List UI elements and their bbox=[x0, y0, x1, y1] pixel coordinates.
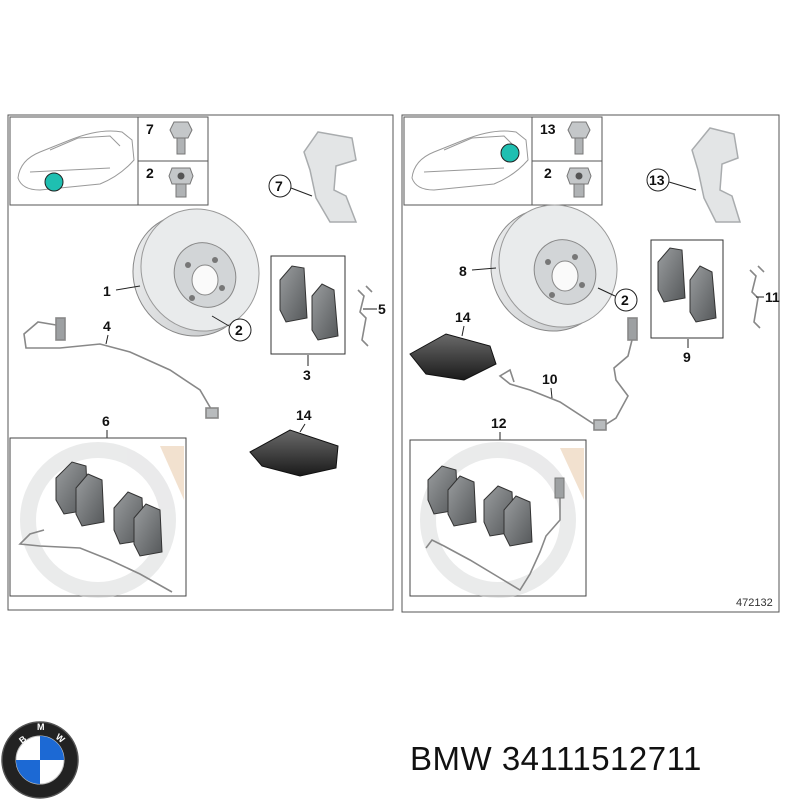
pad-clip-2 bbox=[749, 265, 765, 329]
part-title: BMW 34111512711 bbox=[410, 740, 702, 778]
label-bolt-13: 13 bbox=[540, 121, 556, 137]
hex-bolt-icon-2 bbox=[567, 121, 591, 155]
brake-pad-icon-4 bbox=[689, 265, 717, 323]
hex-bolt-icon bbox=[169, 121, 193, 155]
callout-3: 3 bbox=[303, 367, 311, 383]
callout-2-circle bbox=[228, 318, 252, 342]
brake-pad-icon-3 bbox=[657, 247, 686, 303]
guide-bolt-icon bbox=[168, 167, 194, 198]
callout-13: 13 bbox=[649, 172, 665, 188]
callout-9: 9 bbox=[683, 349, 691, 365]
kit-pad-8 bbox=[503, 495, 533, 547]
callout-5: 5 bbox=[378, 301, 386, 317]
kit-sensor bbox=[18, 529, 173, 593]
left-panel: 7 2 7 1 2 bbox=[7, 114, 394, 611]
car-thumbnail-icon bbox=[17, 130, 135, 191]
kit-pad-6 bbox=[447, 475, 477, 527]
brake-pad-icon-2 bbox=[311, 283, 339, 341]
right-panel: 13 2 13 8 2 9 bbox=[401, 114, 780, 613]
car-thumbnail-box bbox=[9, 116, 139, 206]
caliper-carrier bbox=[303, 131, 358, 223]
lube-pack-2 bbox=[409, 333, 497, 381]
label-bolt-2-right: 2 bbox=[544, 165, 552, 181]
callout-2: 2 bbox=[235, 322, 243, 338]
kit-background-swirl bbox=[20, 442, 184, 598]
kit-sensor-2 bbox=[425, 486, 561, 592]
callout-2-right: 2 bbox=[621, 292, 629, 308]
wear-sensor-2 bbox=[498, 317, 638, 431]
bolt-2-box-right bbox=[531, 160, 603, 206]
car-thumbnail-icon-2 bbox=[411, 130, 529, 191]
callout-2-circle-right bbox=[614, 288, 638, 312]
guide-bolt-icon-2 bbox=[566, 167, 592, 198]
lube-pack bbox=[249, 429, 339, 477]
location-highlight-2 bbox=[500, 143, 520, 163]
figure-number: 472132 bbox=[736, 597, 773, 609]
callout-11: 11 bbox=[765, 289, 780, 305]
location-highlight bbox=[44, 172, 64, 192]
kit-pad-2 bbox=[75, 473, 105, 527]
callout-14: 14 bbox=[296, 407, 312, 423]
caliper-carrier-2 bbox=[691, 127, 742, 223]
brake-disc-2 bbox=[490, 204, 618, 332]
pad-clip bbox=[357, 285, 373, 347]
bolt-13-box bbox=[531, 116, 603, 162]
bmw-logo: B M W bbox=[1, 721, 79, 799]
callout-4: 4 bbox=[103, 318, 111, 334]
kit-pad-4 bbox=[133, 503, 163, 557]
kit-background-swirl-2 bbox=[420, 442, 584, 598]
callout-7-circle bbox=[268, 174, 292, 198]
wear-sensor bbox=[23, 317, 219, 419]
svg-text:B: B bbox=[17, 733, 29, 745]
callout-7: 7 bbox=[275, 178, 283, 194]
callout-13-circle bbox=[646, 168, 670, 192]
callout-12: 12 bbox=[491, 415, 507, 431]
label-bolt-7: 7 bbox=[146, 121, 154, 137]
brand-name: BMW bbox=[410, 740, 493, 777]
part-number: 34111512711 bbox=[501, 740, 702, 777]
callout-14-right: 14 bbox=[455, 309, 471, 325]
callout-8: 8 bbox=[459, 263, 467, 279]
svg-text:M: M bbox=[37, 722, 45, 732]
callout-1: 1 bbox=[103, 283, 111, 299]
callout-6: 6 bbox=[102, 413, 110, 429]
label-bolt-2: 2 bbox=[146, 165, 154, 181]
callout-10: 10 bbox=[542, 371, 558, 387]
brake-pad-icon bbox=[279, 265, 308, 323]
